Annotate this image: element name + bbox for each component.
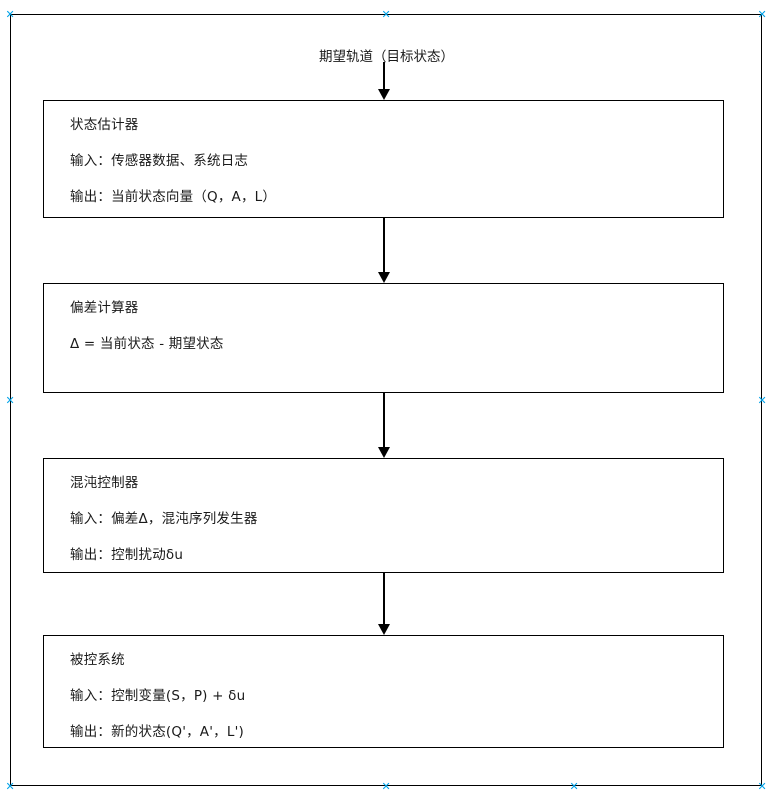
- arrow-head-icon: [377, 89, 390, 100]
- node-title: 状态估计器: [70, 117, 139, 133]
- arrow-shaft: [383, 218, 385, 272]
- node-input-line: 输入：传感器数据、系统日志: [70, 152, 249, 169]
- node-title: 被控系统: [70, 652, 125, 668]
- node-deviation-calculator[interactable]: 偏差计算器 Δ = 当前状态 - 期望状态: [43, 283, 724, 393]
- node-controlled-system[interactable]: 被控系统 输入：控制变量(S，P) + δu 输出：新的状态(Q'，A'，L'): [43, 635, 724, 748]
- arrow-shaft: [383, 62, 385, 90]
- arrow-head-icon: [377, 624, 390, 635]
- handle-top-left[interactable]: [6, 10, 15, 19]
- handle-bottom-left[interactable]: [6, 782, 15, 791]
- handle-bottom-right[interactable]: [758, 782, 767, 791]
- arrow-head-icon: [377, 272, 390, 283]
- arrow-head-icon: [377, 447, 390, 458]
- node-output-line: 输出：控制扰动δu: [70, 546, 184, 563]
- node-state-estimator[interactable]: 状态估计器 输入：传感器数据、系统日志 输出：当前状态向量（Q，A，L）: [43, 100, 724, 218]
- handle-top-right[interactable]: [758, 10, 767, 19]
- node-output-line: 输出：当前状态向量（Q，A，L）: [70, 188, 277, 205]
- node-output-line: 输出：新的状态(Q'，A'，L'): [70, 723, 244, 740]
- node-input-line: 输入：偏差Δ，混沌序列发生器: [70, 510, 258, 527]
- arrow-shaft: [383, 573, 385, 624]
- arrow-shaft: [383, 393, 385, 447]
- handle-middle-right[interactable]: [758, 396, 767, 405]
- node-formula-line: Δ = 当前状态 - 期望状态: [70, 335, 224, 352]
- node-title: 偏差计算器: [70, 300, 139, 316]
- node-title: 混沌控制器: [70, 475, 139, 491]
- node-input-line: 输入：控制变量(S，P) + δu: [70, 687, 246, 704]
- desired-trajectory-caption: 期望轨道（目标状态）: [319, 49, 454, 65]
- node-chaos-controller[interactable]: 混沌控制器 输入：偏差Δ，混沌序列发生器 输出：控制扰动δu: [43, 458, 724, 573]
- handle-bottom-inner[interactable]: [382, 782, 391, 791]
- handle-top-center[interactable]: [382, 10, 391, 19]
- handle-bottom-center[interactable]: [570, 782, 579, 791]
- handle-middle-left[interactable]: [6, 396, 15, 405]
